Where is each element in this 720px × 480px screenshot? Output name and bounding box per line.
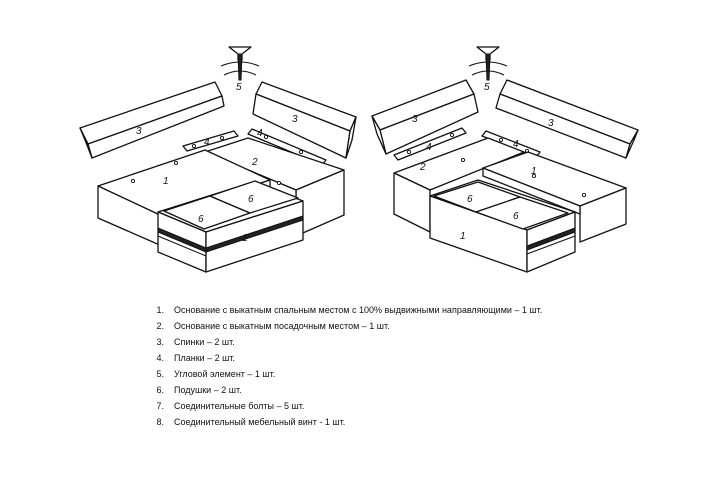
legend-item: 4. Планки – 2 шт. (148, 350, 542, 366)
legend-item-text: Спинки – 2 шт. (174, 337, 235, 347)
sofa-assembly-diagram: 5 3 3 4 4 (79, 46, 639, 273)
legend-item-number: 4. (156, 353, 164, 363)
left-drawer-label: 1 (242, 233, 248, 244)
right-base-1: 1 (482, 151, 627, 243)
right-base-2: 2 (393, 137, 525, 233)
right-cushions: 6 6 (433, 181, 569, 230)
right-backrest-left-label: 3 (412, 114, 418, 125)
legend-item: 6. Подушки – 2 шт. (148, 382, 542, 398)
right-cushion-b-label: 6 (513, 211, 519, 222)
left-backrest-left: 3 (79, 81, 225, 159)
left-plank-b-label: 4 (257, 128, 263, 139)
legend-item: 1. Основание с выкатным спальным местом с… (148, 302, 542, 318)
legend-item-number: 8. (156, 417, 164, 427)
left-cushions: 6 6 (163, 180, 299, 230)
right-base-2-label: 2 (419, 162, 426, 173)
left-cushion-b-label: 6 (248, 194, 254, 205)
legend-item-text: Соединительные болты – 5 шт. (174, 401, 305, 411)
legend-item-number: 3. (156, 337, 164, 347)
right-plank-b-label: 4 (513, 139, 519, 150)
parts-legend: 1. Основание с выкатным спальным местом с… (148, 302, 542, 430)
legend-item-number: 5. (156, 369, 164, 379)
legend-item-number: 1. (156, 305, 164, 315)
legend-item-text: Основание с выкатным посадочным местом –… (174, 321, 390, 331)
left-planks: 4 4 (182, 128, 327, 166)
right-plank-a-label: 4 (426, 142, 432, 153)
left-base-2-label: 2 (251, 157, 258, 168)
left-base-1-label: 1 (163, 176, 169, 187)
legend-item-text: Планки – 2 шт. (174, 353, 236, 363)
legend-item: 5. Угловой элемент – 1 шт. (148, 366, 542, 382)
legend-item: 7. Соединительные болты – 5 шт. (148, 398, 542, 414)
left-corner-label: 5 (236, 82, 242, 93)
right-corner-element: 5 (468, 46, 508, 93)
right-backrest-left: 3 (371, 79, 479, 155)
right-base-1-label: 1 (531, 166, 537, 177)
right-corner-label: 5 (484, 82, 490, 93)
left-corner-element: 5 (220, 46, 260, 93)
left-backrest-left-label: 3 (136, 126, 142, 137)
legend-item-text: Подушки – 2 шт. (174, 385, 242, 395)
legend-item: 8. Соединительный мебельный винт - 1 шт. (148, 414, 542, 430)
left-backrest-right: 3 (252, 81, 357, 159)
legend-item-number: 2. (156, 321, 164, 331)
legend-item: 2. Основание с выкатным посадочным местом… (148, 318, 542, 334)
right-backrest-right: 3 (495, 79, 639, 159)
left-assembly: 5 3 3 4 4 (79, 46, 357, 273)
legend-item-text: Угловой элемент – 1 шт. (174, 369, 276, 379)
legend-item-number: 6. (156, 385, 164, 395)
left-plank-a-label: 4 (204, 137, 210, 148)
legend-item-text: Соединительный мебельный винт - 1 шт. (174, 417, 346, 427)
legend-item: 3. Спинки – 2 шт. (148, 334, 542, 350)
right-drawer-label: 1 (460, 231, 466, 242)
left-backrest-right-label: 3 (292, 114, 298, 125)
right-cushion-a-label: 6 (467, 194, 473, 205)
legend-item-text: Основание с выкатным спальным местом с 1… (174, 305, 543, 315)
legend-item-number: 7. (156, 401, 164, 411)
left-cushion-a-label: 6 (198, 214, 204, 225)
right-backrest-right-label: 3 (548, 118, 554, 129)
right-assembly: 5 3 3 4 4 (371, 46, 639, 273)
